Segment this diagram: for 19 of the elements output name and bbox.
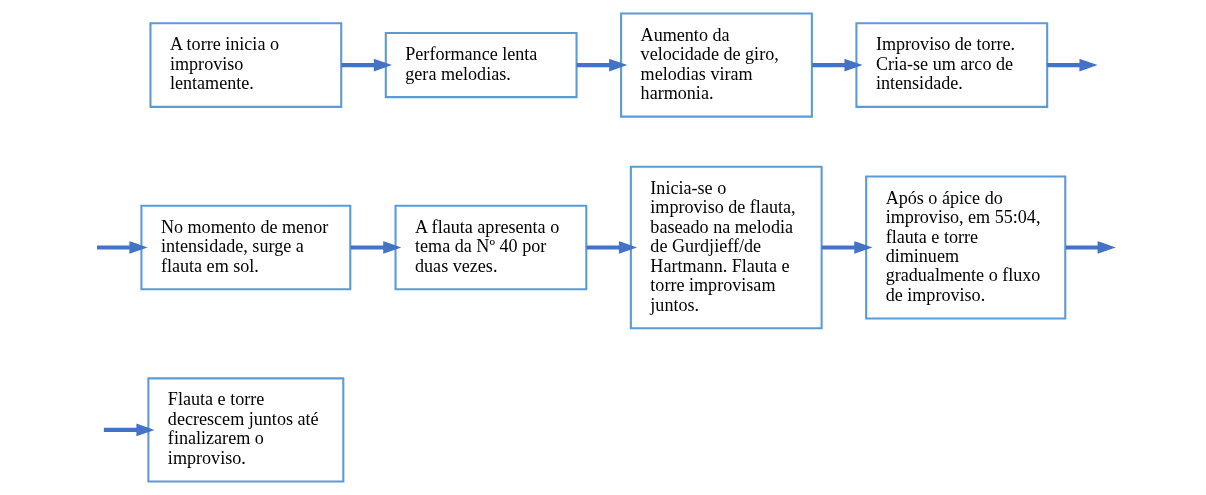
arrow (576, 58, 628, 72)
node-box: A torre inicia o improviso lentamente. (149, 22, 343, 108)
arrow (821, 241, 873, 254)
arrow (1047, 58, 1098, 72)
arrow (103, 423, 155, 437)
arrow (97, 241, 148, 254)
node-box: A flauta apresenta o tema da Nº 40 por duas vezes. (394, 204, 588, 291)
arrow (1065, 241, 1116, 254)
arrow (812, 58, 863, 72)
arrow (586, 241, 638, 254)
arrow (341, 58, 392, 72)
arrow (350, 241, 402, 254)
node-box: Após o ápice do improviso, em 55:04, flauta e torre diminuem gradualmente o fluxo de improviso. (865, 175, 1067, 320)
node-box: Improviso de torre. Cria-se um arco de intensidade. (855, 22, 1049, 108)
node-box: Performance lenta gera melodias. (384, 32, 578, 99)
node-box: Flauta e torre decrescem juntos até finalizarem o improviso. (147, 377, 345, 483)
node-box: No momento de menor intensidade, surge a flauta em sol. (140, 204, 352, 291)
node-box: Inicia-se o improviso de flauta, baseado na melodia de Gurdjieff/de Hartmann. Flauta e torre improvisam juntos. (629, 165, 823, 330)
node-box: Aumento da velocidade de giro, melodias viram harmonia. (620, 12, 813, 118)
